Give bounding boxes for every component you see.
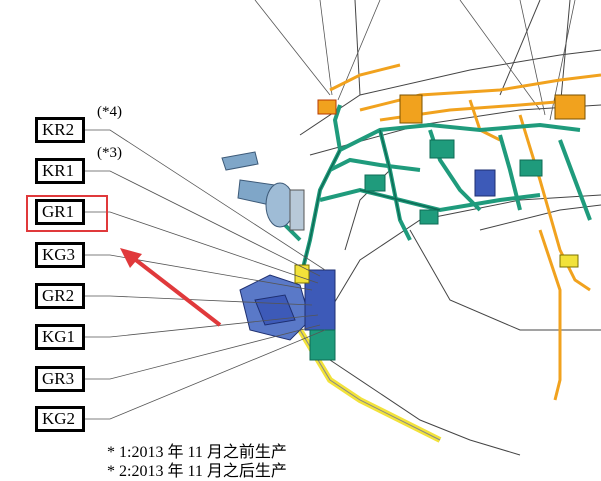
footnote-line-1: * 1:2013 年 11 月之前生产 <box>107 444 287 461</box>
connector-label-gr1[interactable]: GR1 <box>35 199 85 225</box>
leader-line-gr3 <box>85 324 321 380</box>
variant-note-kr2: (*4) <box>97 104 122 120</box>
floor-harness <box>297 229 562 443</box>
leader-line-kg1 <box>85 314 319 338</box>
highlight-box <box>26 195 108 232</box>
leader-line-gr1 <box>85 211 319 284</box>
variant-note-kr1: (*3) <box>97 145 122 161</box>
green-harness-detail <box>299 129 441 281</box>
leader-line-kr2 <box>85 129 326 271</box>
leader-line-kg3 <box>85 254 313 291</box>
connector-label-gr3[interactable]: GR3 <box>35 366 85 392</box>
red-arrow <box>120 248 222 327</box>
connector-label-kg1[interactable]: KG1 <box>35 324 85 350</box>
connector-label-gr2[interactable]: GR2 <box>35 283 85 309</box>
footnote-line-2: * 2:2013 年 11 月之后生产 <box>107 463 287 480</box>
leader-line-kg2 <box>85 329 326 420</box>
connector-label-kr1[interactable]: KR1 <box>35 158 85 184</box>
connector-label-kg3[interactable]: KG3 <box>35 242 85 268</box>
connector-blocks <box>317 94 586 268</box>
leader-line-gr2 <box>85 295 313 306</box>
connector-leader-lines <box>85 129 326 420</box>
connector-label-kr2[interactable]: KR2 <box>35 117 85 143</box>
harness-illustration <box>85 0 601 456</box>
connector-label-kg2[interactable]: KG2 <box>35 406 85 432</box>
leader-line-kr1 <box>85 170 321 277</box>
steering-column <box>221 151 305 231</box>
